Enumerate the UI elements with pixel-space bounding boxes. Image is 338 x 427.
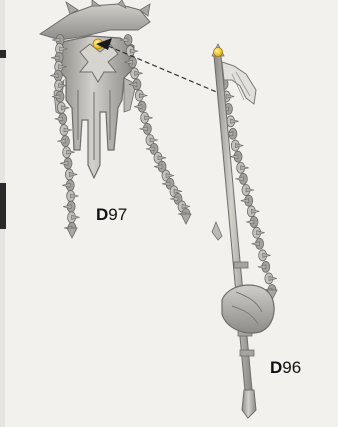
chain-end-hook: [181, 214, 191, 224]
pole-part-d96: [212, 44, 274, 418]
pole-pommel: [242, 390, 256, 418]
part-label-d97: D97: [96, 205, 127, 225]
chain-mid: [120, 35, 191, 225]
banner-crossbar: [40, 4, 150, 40]
chain-end-hook: [67, 228, 77, 238]
part-label-d96: D96: [270, 358, 301, 378]
pole-shaft: [214, 56, 252, 391]
pole-hook: [212, 222, 222, 240]
glue-point-pole: [214, 48, 223, 57]
pole-hand: [222, 285, 274, 333]
